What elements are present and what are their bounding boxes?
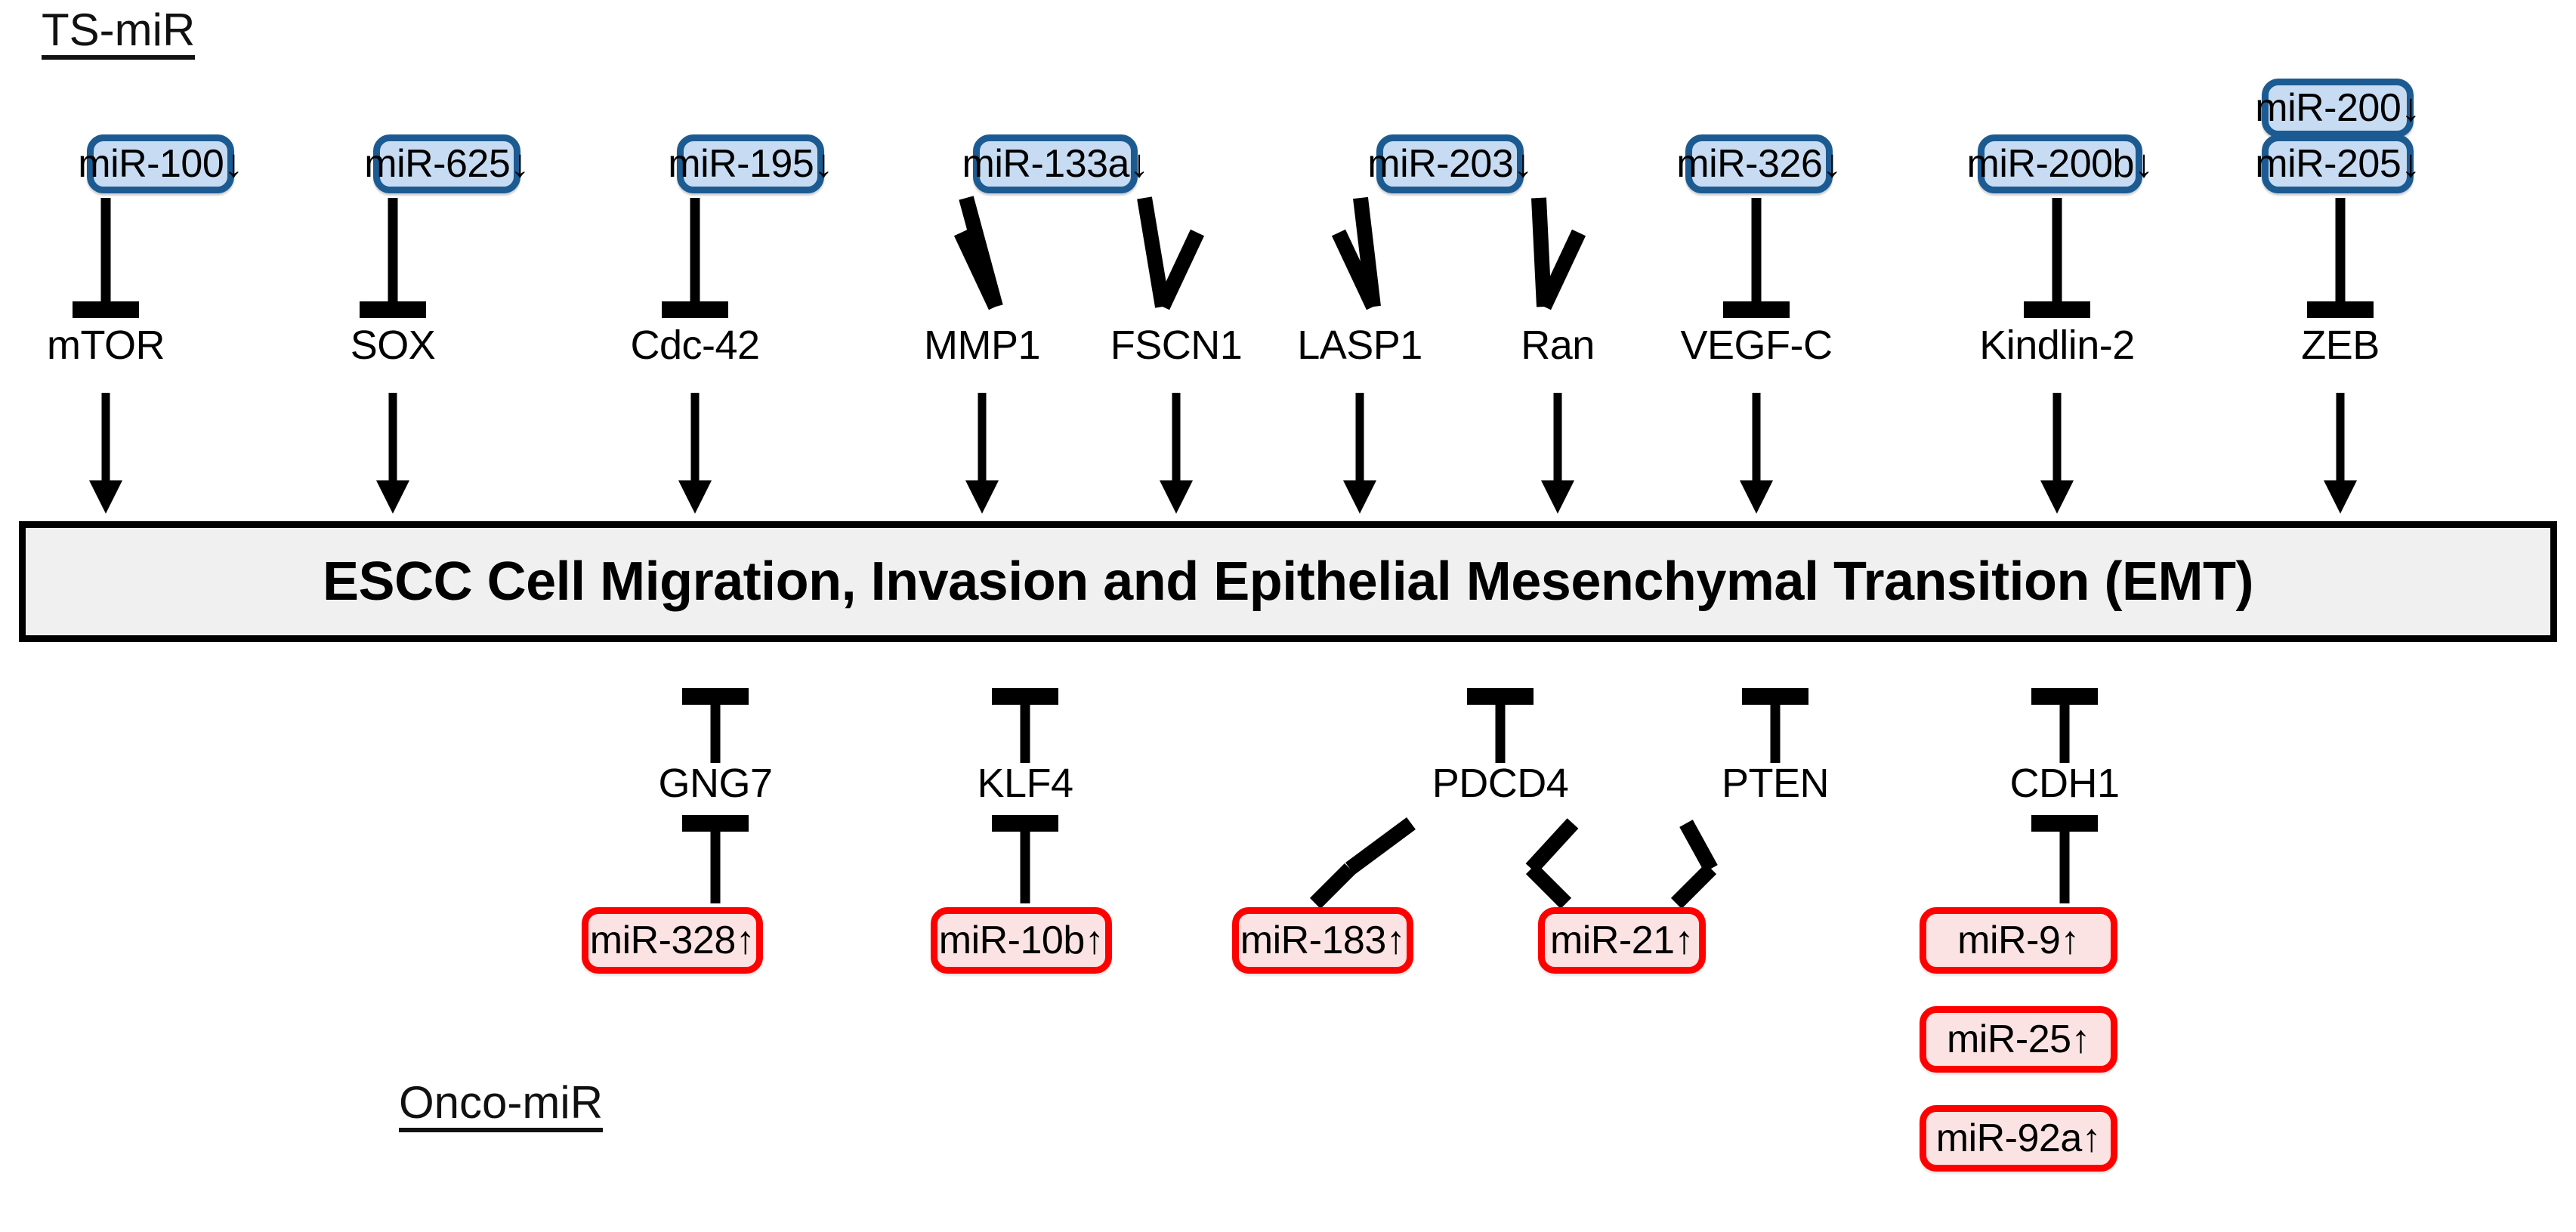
ts-target-label: LASP1 [1297, 323, 1422, 368]
ts-mir-box[interactable]: miR-326↓ [1676, 134, 1842, 193]
ts-mir-box-label: miR-205↓ [2255, 142, 2420, 186]
onco-mir-box[interactable]: miR-328↑ [582, 907, 763, 974]
ts-target-label: Cdc-42 [630, 323, 760, 368]
ts-mir-box-label: miR-203↓ [1367, 142, 1533, 186]
onco-mir-box-label: miR-10b↑ [938, 919, 1104, 962]
ts-mir-box-label: miR-200b↓ [1966, 142, 2154, 186]
ts-target-label: SOX [350, 323, 436, 368]
onco-mir-box[interactable]: miR-10b↑ [931, 907, 1112, 974]
ts-mir-box-label: miR-195↓ [668, 142, 833, 186]
onco-mir-box-label: miR-21↑ [1549, 919, 1694, 962]
onco-mir-box-label: miR-25↑ [1946, 1017, 2091, 1061]
onco-target-label: PTEN [1721, 761, 1830, 806]
ts-mir-box[interactable]: miR-200b↓ [1967, 134, 2154, 193]
ts-mir-section-label: TS-miR [42, 6, 196, 60]
ts-mir-box[interactable]: miR-203↓ [1367, 134, 1533, 193]
ts-target-label: mTOR [47, 323, 165, 368]
ts-mir-box[interactable]: miR-133a↓ [962, 134, 1149, 193]
onco-mir-box[interactable]: miR-21↑ [1538, 907, 1706, 974]
ts-mir-box[interactable]: miR-100↓ [78, 134, 243, 193]
onco-mir-section-label: Onco-miR [399, 1079, 604, 1132]
onco-mir-box-label: miR-183↑ [1240, 919, 1406, 962]
ts-target-label: Kindlin-2 [1979, 323, 2135, 368]
ts-mir-box-label: miR-100↓ [78, 142, 243, 186]
onco-target-label: CDH1 [2009, 761, 2120, 806]
escc-phenotype-bar: ESCC Cell Migration, Invasion and Epithe… [19, 521, 2557, 642]
onco-mir-box-label: miR-9↑ [1957, 919, 2080, 962]
ts-target-label: MMP1 [923, 323, 1041, 368]
onco-target-label: KLF4 [977, 761, 1073, 806]
onco-target-label: GNG7 [658, 761, 773, 806]
ts-mir-box[interactable]: miR-625↓ [364, 134, 530, 193]
ts-mir-box[interactable]: miR-205↓ [2255, 134, 2420, 193]
onco-mir-box-label: miR-92a↑ [1935, 1116, 2102, 1160]
onco-mir-box-label: miR-328↑ [589, 919, 755, 962]
ts-mir-box-label: miR-326↓ [1676, 142, 1842, 186]
ts-target-label: Ran [1521, 323, 1595, 368]
ts-target-label: VEGF-C [1680, 323, 1833, 368]
onco-target-label: PDCD4 [1432, 761, 1569, 806]
ts-target-label: FSCN1 [1110, 323, 1243, 368]
ts-mir-box-label: miR-200↓ [2255, 86, 2420, 130]
ts-mir-box-label: miR-625↓ [364, 142, 530, 186]
ts-mir-box[interactable]: miR-195↓ [668, 134, 833, 193]
onco-mir-box[interactable]: miR-25↑ [1920, 1006, 2117, 1073]
onco-mir-box[interactable]: miR-92a↑ [1920, 1105, 2117, 1172]
ts-mir-box-label: miR-133a↓ [962, 142, 1149, 186]
ts-target-label: ZEB [2301, 323, 2380, 368]
ts-mir-box[interactable]: miR-200↓ [2255, 79, 2420, 137]
onco-mir-box[interactable]: miR-183↑ [1232, 907, 1413, 974]
onco-mir-box[interactable]: miR-9↑ [1920, 907, 2117, 974]
